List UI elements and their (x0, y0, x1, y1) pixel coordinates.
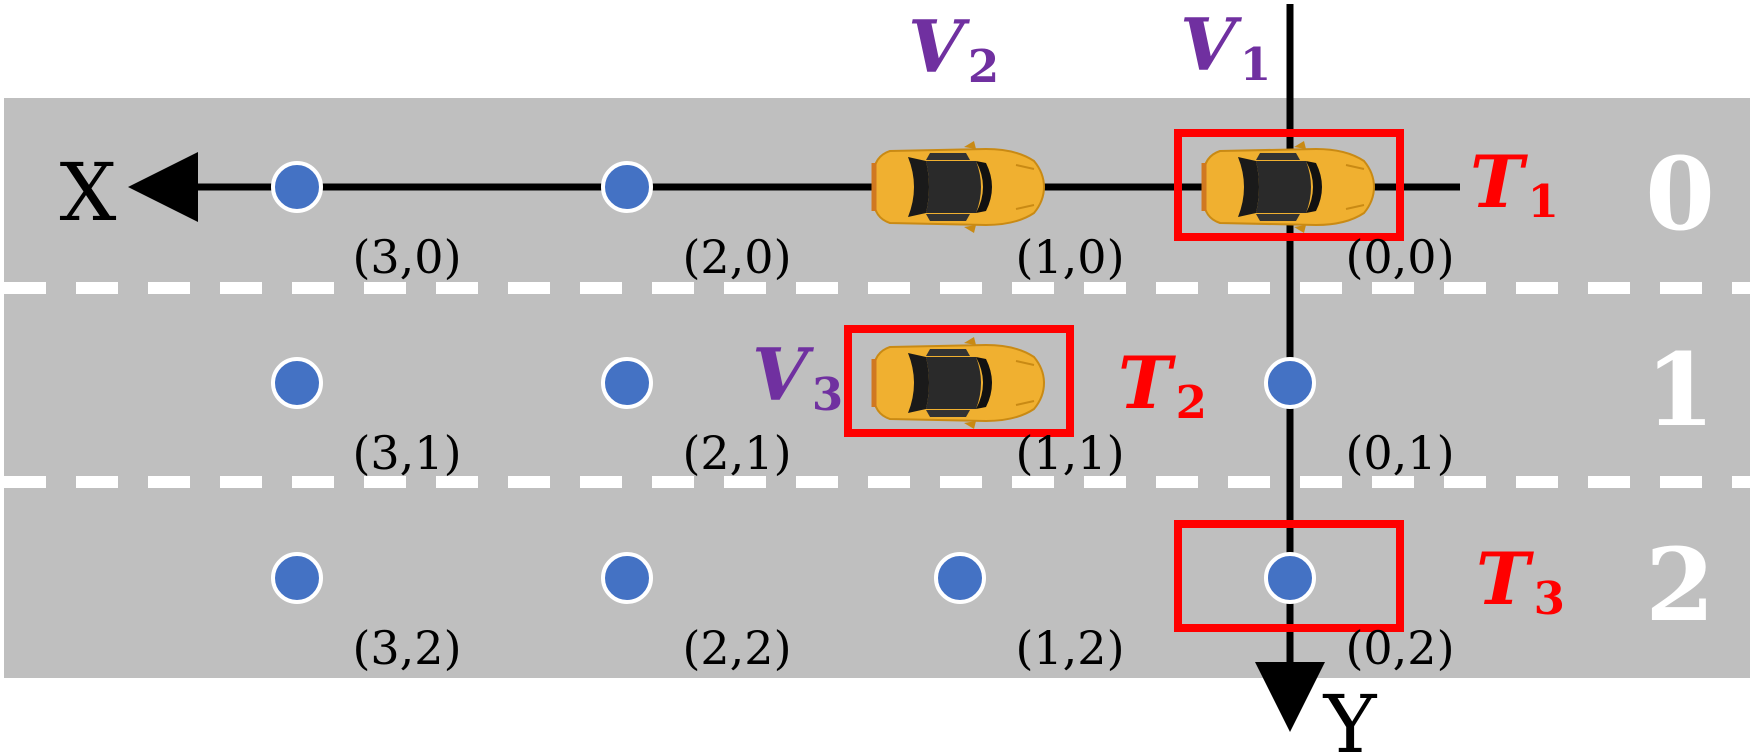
grid-point (271, 357, 323, 409)
target-box-t1 (1174, 129, 1404, 241)
coordinate-label: (2,0) (682, 230, 791, 284)
coordinate-label: (0,1) (1345, 426, 1454, 480)
lane-number-1: 1 (1645, 331, 1715, 449)
target-box-t3 (1174, 520, 1404, 632)
vehicle-label-v3: V3 (752, 332, 843, 421)
target-label-t2-subscript: 2 (1176, 376, 1207, 429)
target-label-t3: T3 (1476, 536, 1565, 625)
coordinate-label: (1,2) (1015, 621, 1124, 675)
lane-number-0: 0 (1645, 135, 1715, 253)
target-label-t3-subscript: 3 (1534, 572, 1565, 625)
vehicle-label-v2-letter: V (908, 4, 970, 89)
target-label-t1-subscript: 1 (1528, 175, 1559, 228)
coordinate-label: (0,2) (1345, 621, 1454, 675)
grid-point (601, 161, 653, 213)
vehicle-label-v2: V2 (908, 4, 999, 93)
coordinate-label: (2,1) (682, 426, 791, 480)
vehicle-label-v1-subscript: 1 (1240, 38, 1271, 91)
grid-point (271, 161, 323, 213)
coordinate-label: (2,2) (682, 621, 791, 675)
vehicle-label-v2-subscript: 2 (968, 40, 999, 93)
vehicle-label-v1: V1 (1180, 2, 1271, 91)
vehicle-label-v1-letter: V (1180, 2, 1242, 87)
grid-point (601, 552, 653, 604)
coordinate-label: (3,0) (352, 230, 461, 284)
coordinate-label: (3,2) (352, 621, 461, 675)
y-axis-label: Y (1323, 678, 1378, 755)
vehicle-label-v3-subscript: 3 (812, 368, 843, 421)
car-icon-v2 (874, 141, 1044, 233)
lane-number-2: 2 (1645, 526, 1715, 644)
target-label-t1: T1 (1470, 139, 1559, 228)
coordinate-label: (1,1) (1015, 426, 1124, 480)
car-icon-v1 (1204, 141, 1374, 233)
coordinate-label: (1,0) (1015, 230, 1124, 284)
grid-point (1264, 552, 1316, 604)
grid-point (1264, 357, 1316, 409)
car-icon-v3 (874, 337, 1044, 429)
grid-point (271, 552, 323, 604)
grid-point (934, 552, 986, 604)
target-label-t3-letter: T (1476, 536, 1534, 621)
grid-point (601, 357, 653, 409)
vehicle-label-v3-letter: V (752, 332, 814, 417)
target-box-t2 (844, 325, 1074, 437)
target-label-t1-letter: T (1470, 139, 1528, 224)
x-axis-label: X (60, 146, 117, 239)
target-label-t2: T2 (1118, 340, 1207, 429)
coordinate-label: (0,0) (1345, 230, 1454, 284)
coordinate-label: (3,1) (352, 426, 461, 480)
target-label-t2-letter: T (1118, 340, 1176, 425)
